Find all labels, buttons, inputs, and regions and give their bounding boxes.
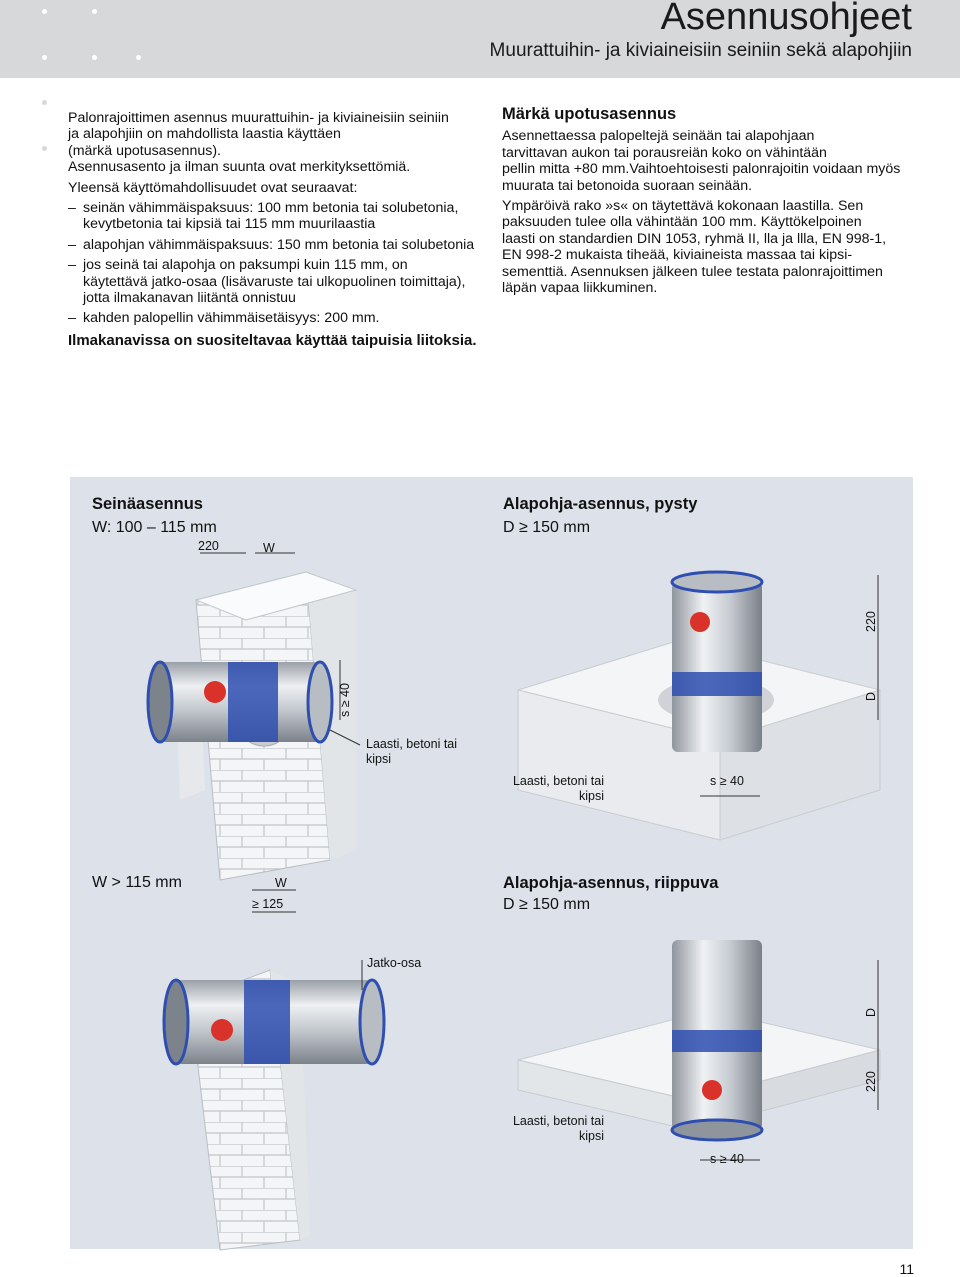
floor-thickness-label: D ≥ 150 mm	[503, 896, 591, 913]
floor-hanging-title: Alapohja-asennus, riippuva	[503, 874, 719, 892]
dimension-w: W	[275, 876, 287, 890]
dimension-s: s ≥ 40	[710, 774, 744, 788]
side-dot	[42, 146, 47, 151]
wall-installation-illustration	[146, 552, 361, 881]
list-item: seinän vähimmäispaksuus: 100 mm betonia …	[68, 200, 488, 233]
wet-installation-column: Märkä upotusasennus Asennettaessa palope…	[502, 105, 922, 297]
page-number: 11	[899, 1261, 914, 1277]
page-title: Asennusohjeet	[660, 0, 912, 38]
dimension-125: ≥ 125	[252, 897, 284, 911]
floor-upright-title: Alapohja-asennus, pysty	[503, 495, 698, 513]
dimension-d: D	[864, 691, 878, 701]
wall-large-installation-illustration	[162, 889, 386, 1251]
intro-line: Palonrajoittimen asennus muurattuihin- j…	[68, 110, 449, 126]
page-header: Asennusohjeet Muurattuihin- ja kiviainei…	[0, 0, 960, 78]
section-title: Märkä upotusasennus	[502, 105, 677, 123]
mortar-label: Laasti, betoni tai kipsi	[512, 1114, 604, 1143]
extension-label: Jatko-osa	[367, 956, 422, 970]
dimension-s: s ≥ 40	[710, 1152, 744, 1166]
floor-thickness-label: D ≥ 150 mm	[503, 519, 591, 536]
list-item: jos seinä tai alapohja on paksumpi kuin …	[68, 257, 488, 306]
intro-column: Palonrajoittimen asennus muurattuihin- j…	[68, 110, 488, 349]
wall-thickness-label: W: 100 – 115 mm	[92, 519, 217, 536]
wall-large-title: W > 115 mm	[92, 874, 182, 891]
intro-line: Asennusasento ja ilman suunta ovat merki…	[68, 159, 411, 176]
wall-installation-title: Seinäasennus	[92, 495, 203, 513]
dimension-w: W	[263, 541, 275, 555]
dimension-220: 220	[864, 611, 878, 632]
mortar-label: Laasti, betoni tai kipsi	[366, 737, 458, 766]
side-dot	[42, 100, 47, 105]
dimension-s: s ≥ 40	[338, 683, 352, 717]
list-item: alapohjan vähimmäispaksuus: 150 mm beton…	[68, 237, 488, 254]
conditions-title: Yleensä käyttömahdollisuudet ovat seuraa…	[68, 179, 358, 196]
intro-line: (märkä upotusasennus).	[68, 142, 221, 159]
list-item: kahden palopellin vähimmäisetäisyys: 200…	[68, 310, 488, 327]
page-subtitle: Muurattuihin- ja kiviaineisiin seiniin s…	[489, 40, 912, 61]
recommendation-note: Ilmakanavissa on suositeltavaa käyttää t…	[68, 331, 477, 349]
intro-line: ja alapohjiin on mahdollista laastia käy…	[68, 126, 341, 143]
floor-upright-installation-illustration	[516, 570, 882, 841]
floor-hanging-installation-illustration	[517, 940, 881, 1161]
dimension-d: D	[864, 1007, 878, 1017]
mortar-label: Laasti, betoni tai kipsi	[512, 774, 604, 803]
dimension-220: 220	[864, 1071, 878, 1092]
dimension-220: 220	[198, 539, 219, 553]
